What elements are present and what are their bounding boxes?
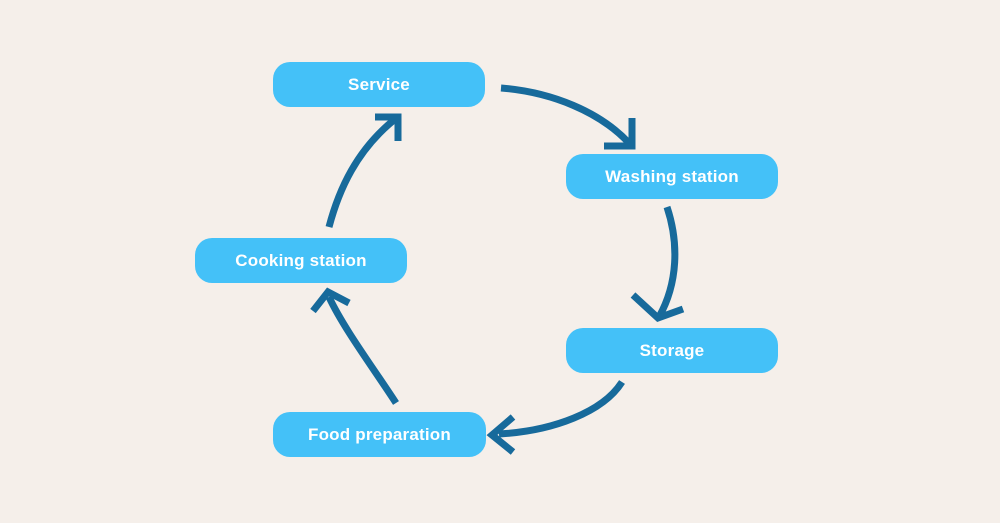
node-storage-label: Storage [639, 340, 705, 360]
node-food-preparation[interactable]: Food preparation [273, 412, 486, 457]
node-service[interactable]: Service [273, 62, 485, 107]
arrowhead-service-icon [375, 113, 402, 141]
arrowhead-washing-station-icon [604, 118, 636, 150]
node-service-label: Service [348, 74, 410, 94]
arrow-food-preparation-to-cooking-station [325, 295, 399, 405]
node-washing-station[interactable]: Washing station [566, 154, 778, 199]
node-cooking-station[interactable]: Cooking station [195, 238, 407, 283]
node-food-preparation-label: Food preparation [308, 424, 451, 444]
arrowhead-food-preparation-icon [486, 414, 516, 455]
arrow-washing-station-to-storage [655, 205, 679, 319]
node-cooking-station-label: Cooking station [235, 250, 367, 270]
arrow-service-to-washing-station [500, 84, 632, 146]
arrowhead-cooking-station-icon [310, 287, 351, 314]
node-storage[interactable]: Storage [566, 328, 778, 373]
arrow-storage-to-food-preparation [498, 380, 625, 438]
node-washing-station-label: Washing station [605, 166, 739, 186]
arrowhead-storage-icon [630, 292, 685, 323]
arrow-cooking-station-to-service [325, 117, 397, 228]
